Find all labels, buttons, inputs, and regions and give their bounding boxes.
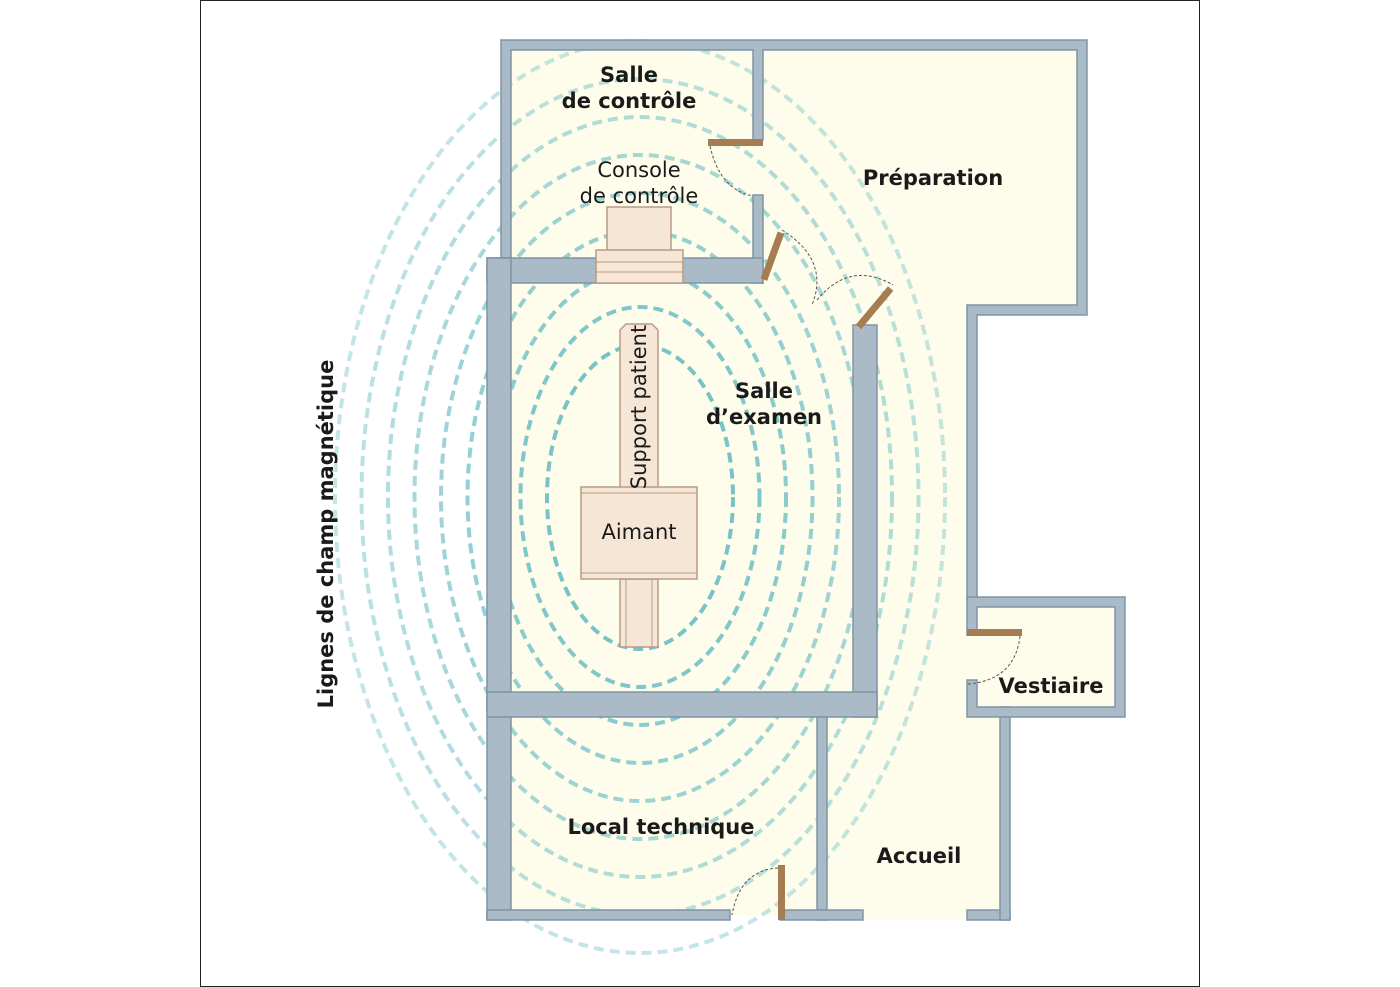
preparation-label: Préparation: [863, 166, 1003, 190]
field-lines-label: Lignes de champ magnétique: [314, 360, 338, 709]
magnet-label: Aimant: [601, 520, 676, 544]
accueil-label: Accueil: [877, 844, 962, 868]
patient-support-label: Support patient: [627, 325, 651, 489]
field-line: [518, 305, 762, 689]
field-line: [386, 115, 894, 879]
vestiaire-label: Vestiaire: [998, 674, 1103, 698]
local-technique-label: Local technique: [568, 815, 755, 839]
doors: [708, 139, 1022, 920]
walls: [486, 39, 1126, 921]
console-furniture: [595, 206, 684, 284]
magnet-furniture: [580, 486, 698, 580]
patient-support-furniture: [619, 323, 659, 648]
field-line: [439, 191, 841, 803]
